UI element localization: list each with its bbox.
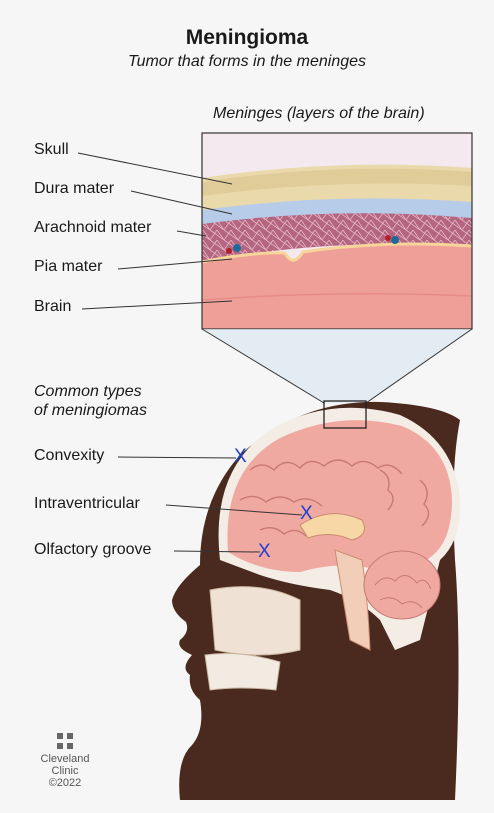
cleveland-clinic-logo-icon [57, 733, 73, 749]
copyright: ©2022 [30, 777, 100, 789]
label-convexity: Convexity [34, 447, 104, 465]
label-dura-mater: Dura mater [34, 180, 114, 198]
facial-bones [210, 587, 300, 655]
label-skull: Skull [34, 141, 69, 159]
label-arachnoid-mater: Arachnoid mater [34, 219, 151, 237]
logo-line-1: Cleveland [30, 753, 100, 765]
teeth [205, 654, 280, 690]
blood-vessel [385, 235, 391, 241]
label-brain: Brain [34, 298, 71, 316]
zoom-connector [202, 329, 472, 403]
blood-vessel [233, 244, 241, 252]
types-heading: Common types of meningiomas [34, 382, 147, 420]
blood-vessel [391, 236, 399, 244]
olfactory-groove-marker-icon: X [258, 541, 271, 563]
blood-vessel [226, 248, 232, 254]
intraventricular-marker-icon: X [300, 503, 313, 525]
head-illustration [172, 402, 460, 800]
brain-layer [202, 244, 472, 329]
convexity-marker-icon: X [234, 446, 247, 468]
label-intraventricular: Intraventricular [34, 495, 140, 513]
logo-line-2: Clinic [30, 765, 100, 777]
label-olfactory-groove: Olfactory groove [34, 541, 151, 559]
label-pia-mater: Pia mater [34, 258, 102, 276]
cleveland-clinic-logo: Cleveland Clinic ©2022 [30, 733, 100, 789]
meninges-inset [202, 133, 472, 329]
